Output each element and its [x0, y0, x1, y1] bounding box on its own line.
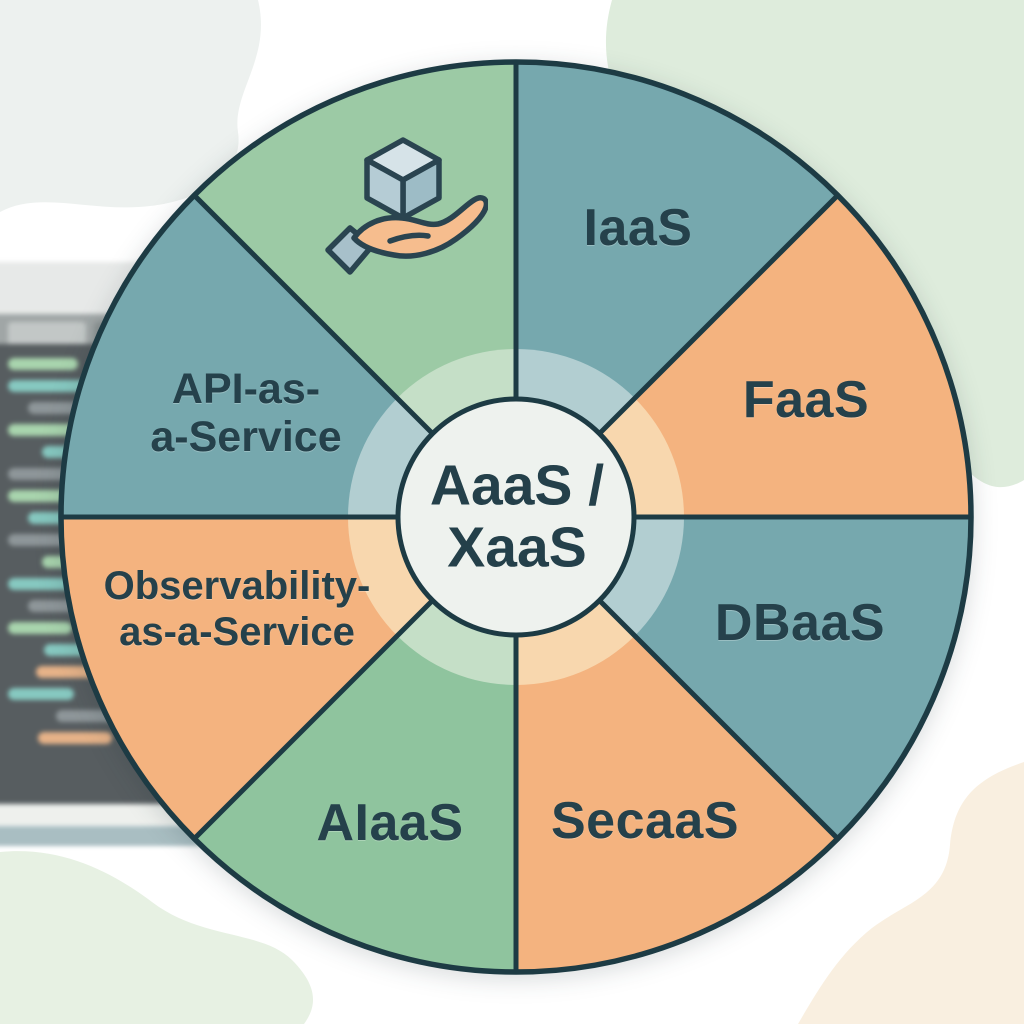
- label-aiaas: AIaaS: [316, 794, 464, 852]
- editor-tab: [8, 322, 86, 344]
- center-label: AaaS / XaaS: [430, 455, 604, 578]
- label-iaas: IaaS: [583, 199, 693, 257]
- blob-bottom-right: [798, 762, 1024, 1024]
- label-faas: FaaS: [742, 371, 870, 429]
- code-line: [38, 732, 112, 744]
- label-observability: Observability- as-a-Service: [104, 563, 371, 655]
- label-api: API-as- a-Service: [150, 365, 341, 461]
- offering-icon-wrap: [318, 132, 490, 297]
- code-line: [8, 622, 72, 634]
- label-observability-line1: Observability-: [103, 564, 371, 608]
- hand-palm: [351, 195, 490, 259]
- hand-offering-cube-icon: [325, 137, 490, 275]
- hand-palm-crease: [387, 232, 431, 244]
- code-line: [8, 688, 74, 700]
- label-secaas: SecaaS: [550, 792, 740, 850]
- blob-top-left: [0, 0, 261, 212]
- center-label-line2: XaaS: [447, 515, 587, 579]
- label-api-line2: a-Service: [150, 413, 342, 461]
- blob-bottom-left: [0, 851, 314, 1024]
- code-line: [8, 358, 78, 370]
- label-observability-line2: as-a-Service: [119, 610, 355, 654]
- label-api-line1: API-as-: [171, 364, 321, 413]
- code-line: [8, 490, 68, 502]
- wheel-outer-rim: [58, 59, 974, 975]
- label-dbaas: DBaaS: [714, 594, 886, 652]
- center-label-line1: AaaS /: [429, 453, 605, 518]
- center-circle: [395, 396, 637, 638]
